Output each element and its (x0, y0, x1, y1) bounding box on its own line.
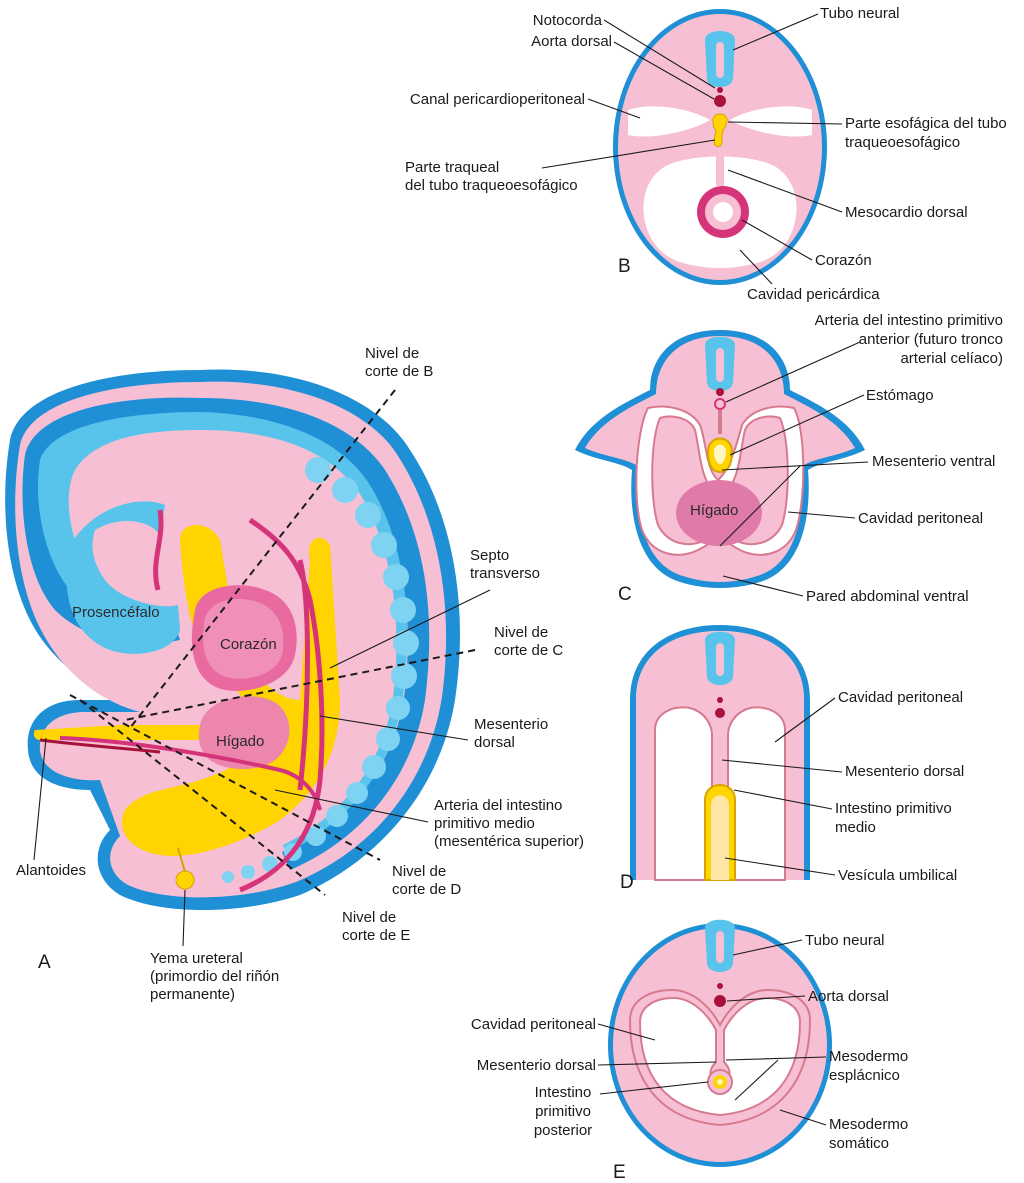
panel-label-a: A (38, 952, 51, 973)
corazon-label-a: Corazón (220, 636, 277, 653)
mesocardio-label: Mesocardio dorsal (845, 204, 968, 221)
higado-label-a: Hígado (216, 733, 264, 750)
cavidad-peritoneal-d-label: Cavidad peritoneal (838, 689, 963, 706)
alantoides-label: Alantoides (16, 862, 86, 879)
panel-label-b: B (618, 256, 631, 277)
yema-ureteral-bud (176, 871, 194, 889)
canal-label: Canal pericardioperitoneal (410, 91, 585, 108)
section-e: Tubo neural Aorta dorsal Cavidad periton… (471, 920, 908, 1183)
higado-label-c: Hígado (690, 502, 738, 519)
cavidad-pericardica-label: Cavidad pericárdica (747, 286, 880, 303)
section-d: Cavidad peritoneal Mesenterio dorsal Int… (620, 625, 964, 893)
cavidad-peritoneal-c-label: Cavidad peritoneal (858, 510, 983, 527)
pared-label: Pared abdominal ventral (806, 588, 969, 605)
notocorda-label: Notocorda (533, 12, 603, 29)
mesenterio-dorsal-e-label: Mesenterio dorsal (477, 1057, 596, 1074)
estomago-label: Estómago (866, 387, 934, 404)
aorta-e-label: Aorta dorsal (808, 988, 889, 1005)
notocorda-b (717, 87, 723, 93)
celiac-artery-c (715, 399, 725, 409)
aorta-c (716, 388, 724, 396)
tubo-neural-label-b: Tubo neural (820, 5, 900, 22)
panel-label-c: C (618, 584, 632, 605)
tubo-neural-e-label: Tubo neural (805, 932, 885, 949)
vesicula-d (711, 795, 729, 880)
prosencefalo-label: Prosencéfalo (72, 604, 160, 621)
vesicula-label: Vesícula umbilical (838, 867, 957, 884)
aorta-e (714, 995, 726, 1007)
aorta-label-b: Aorta dorsal (531, 33, 612, 50)
mesenterio-ventral-label: Mesenterio ventral (872, 453, 995, 470)
aorta-d (715, 708, 725, 718)
panel-label-e: E (613, 1162, 626, 1183)
section-b: Notocorda Aorta dorsal Canal pericardiop… (405, 5, 1007, 303)
aorta-b (714, 95, 726, 107)
panel-label-d: D (620, 872, 634, 893)
cavidad-peritoneal-e-label: Cavidad peritoneal (471, 1016, 596, 1033)
corazon-label-b: Corazón (815, 252, 872, 269)
mesenterio-dorsal-d-label: Mesenterio dorsal (845, 763, 964, 780)
